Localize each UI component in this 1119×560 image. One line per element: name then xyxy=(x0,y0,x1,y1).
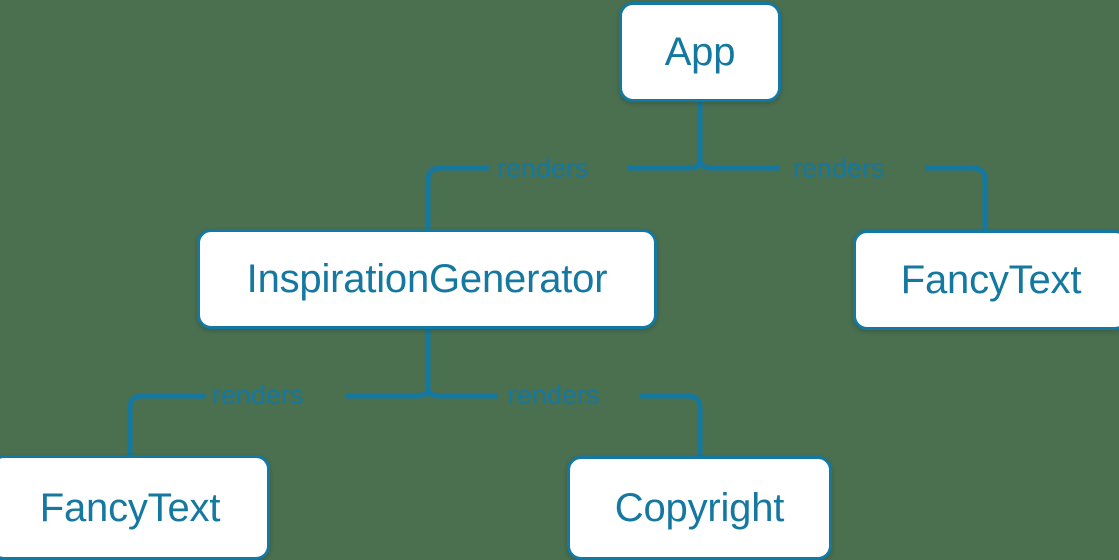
edge-insp-copyright-left-seg xyxy=(425,387,498,399)
node-fancytext-right[interactable]: FancyText xyxy=(853,230,1119,330)
edge-label-inspirationgenerator-copyright: renders xyxy=(508,380,600,410)
edge-insp-copyright-right-seg xyxy=(640,393,703,456)
edge-app-inspiration-right-seg xyxy=(628,159,703,171)
node-app-label: App xyxy=(664,30,736,74)
node-copyright[interactable]: Copyright xyxy=(567,456,832,560)
node-inspirationgenerator-label: InspirationGenerator xyxy=(246,257,608,301)
edge-label-app-inspirationgenerator: renders xyxy=(497,153,589,183)
edge-app-fancytext-left-seg xyxy=(697,159,780,171)
node-app[interactable]: App xyxy=(619,2,781,102)
edge-app-fancytext-right-seg xyxy=(925,165,988,230)
edge-label-app-fancytext: renders xyxy=(793,153,885,183)
edge-insp-fancytext-right-seg xyxy=(345,387,431,399)
edge-insp-fancytext-left-seg xyxy=(127,393,205,455)
node-copyright-label: Copyright xyxy=(614,486,785,530)
node-fancytext-left-label: FancyText xyxy=(39,485,221,530)
node-fancytext-right-label: FancyText xyxy=(900,258,1082,302)
node-inspirationgenerator[interactable]: InspirationGenerator xyxy=(197,229,657,329)
edge-app-inspiration-left-seg xyxy=(425,165,490,229)
edge-label-inspirationgenerator-fancytext: renders xyxy=(212,380,304,410)
node-fancytext-left[interactable]: FancyText xyxy=(0,455,270,560)
